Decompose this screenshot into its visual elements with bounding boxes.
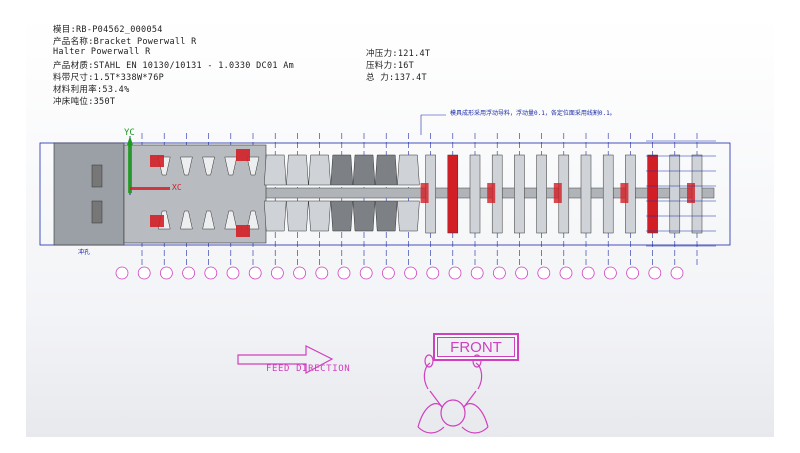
pierce-hole — [180, 210, 193, 230]
info-utilization: 材料利用率:53.4% — [53, 85, 130, 95]
separated-part — [447, 154, 459, 234]
station-bubble — [182, 266, 196, 280]
x-axis-bar — [130, 187, 170, 190]
formed-part-top — [330, 154, 354, 186]
operator-icon — [417, 354, 489, 434]
punch-insert — [687, 183, 695, 203]
station-bubble — [626, 266, 639, 280]
station-bubble — [248, 266, 262, 280]
y-axis-label: YC — [124, 128, 135, 138]
slug-upper — [91, 164, 103, 188]
station-bubble — [515, 266, 529, 280]
pierce-hole — [202, 156, 215, 176]
punch-block — [150, 155, 164, 167]
station-bubble — [159, 266, 173, 280]
formed-part-bottom — [352, 200, 376, 232]
station-bubble — [359, 266, 373, 280]
formed-part-top — [263, 154, 287, 186]
punch-insert — [420, 183, 429, 203]
feed-direction-label: FEED DIRECTION — [266, 364, 351, 374]
info-mold-number: 模目:RB-P04562_000054 — [53, 25, 163, 35]
separated-part — [536, 154, 547, 234]
info-product-alt-name: Halter Powerwall R — [53, 47, 151, 57]
separated-part — [514, 154, 525, 234]
info-material: 产品材质:STAHL EN 10130/10131 - 1.0330 DC01 … — [53, 61, 295, 71]
formed-part-top — [374, 154, 398, 186]
station-bubble — [581, 266, 595, 280]
formed-part-bottom — [286, 200, 309, 232]
punch-insert — [620, 183, 629, 203]
force-stripper: 压料力:16T — [366, 61, 415, 71]
strip-frame — [39, 142, 731, 246]
formed-part-bottom — [308, 200, 331, 232]
station-bubble — [381, 266, 395, 280]
station-bubble — [648, 266, 662, 280]
formed-part-top — [286, 154, 309, 186]
separated-part — [669, 154, 681, 234]
separated-part — [647, 154, 658, 234]
strip-top-note: 模具成形采用浮动导料，浮动量0.1，各定位面采用线割0.1。 — [450, 110, 616, 117]
punch-insert — [553, 183, 562, 203]
pierce-hole — [246, 210, 260, 230]
separated-part — [469, 154, 481, 234]
force-total: 总 力:137.4T — [366, 73, 427, 83]
station-bubble — [604, 266, 617, 280]
station-bubble — [404, 266, 418, 280]
station-bubble — [137, 266, 151, 280]
formed-part-top — [308, 154, 331, 186]
left-marker-label: 冲孔 — [78, 249, 91, 256]
station-bubble — [559, 266, 573, 280]
formed-part-top — [352, 154, 376, 186]
feed-direction-arrow — [237, 345, 334, 375]
station-bubble — [315, 266, 329, 280]
front-marker: FRONT — [433, 333, 519, 361]
separated-part — [602, 154, 614, 234]
info-strip-size: 料带尺寸:1.5T*338W*76P — [53, 73, 165, 83]
pierce-hole — [202, 210, 215, 230]
punch-block — [236, 149, 250, 161]
station-bubble — [537, 266, 551, 280]
station-bubble — [470, 266, 484, 280]
station-bubble — [115, 266, 129, 280]
punch-insert — [487, 183, 496, 203]
station-bubble — [204, 266, 218, 280]
station-bubble — [670, 266, 684, 280]
formed-part-bottom — [330, 200, 354, 232]
pierce-hole — [180, 156, 193, 176]
station-bubble — [492, 266, 506, 280]
separated-part — [580, 154, 592, 234]
station-bubble — [226, 266, 240, 280]
slug-lower — [91, 200, 103, 224]
station-bubble — [337, 266, 351, 280]
pierce-hole — [246, 156, 260, 176]
station-bubble — [448, 266, 462, 280]
strip-stock — [53, 142, 125, 246]
drawing-canvas: 模目:RB-P04562_000054 产品名称:Bracket Powerwa… — [26, 15, 774, 437]
y-axis-bar — [128, 145, 132, 193]
info-product-name: 产品名称:Bracket Powerwall R — [53, 37, 197, 47]
punch-block — [236, 225, 250, 237]
force-punching: 冲压力:121.4T — [366, 49, 431, 59]
formed-part-bottom — [263, 200, 287, 232]
strip-layout — [39, 114, 731, 434]
station-bubble — [270, 266, 284, 280]
origin-label: XC — [172, 183, 182, 192]
station-bubble — [293, 266, 307, 280]
station-bubble — [426, 266, 440, 280]
y-axis-arrow — [127, 136, 133, 145]
formed-part-bottom — [374, 200, 398, 232]
pierce-hole — [224, 156, 238, 176]
formed-part-top — [397, 154, 420, 186]
punch-block — [150, 215, 164, 227]
info-press-tonnage: 冲床吨位:350T — [53, 97, 116, 107]
formed-part-bottom — [397, 200, 420, 232]
